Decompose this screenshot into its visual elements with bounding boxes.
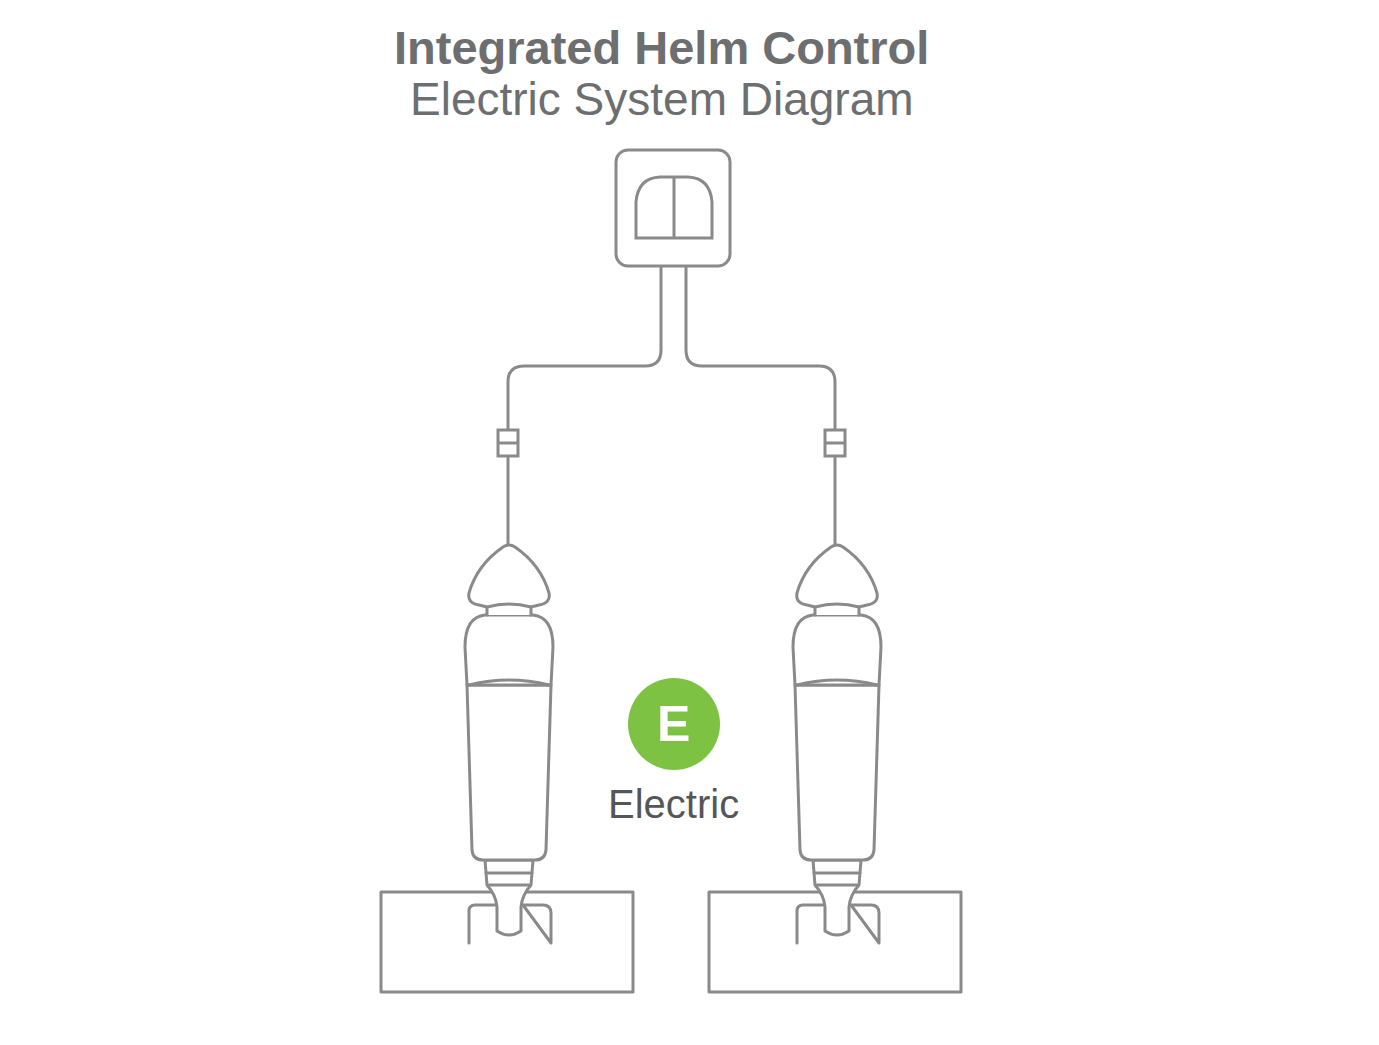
connector xyxy=(498,430,845,456)
badge-circle: EElectric xyxy=(628,678,720,770)
title: Integrated Helm Control xyxy=(394,20,929,75)
badge-caption: Electric xyxy=(608,784,739,824)
badge-letter: E xyxy=(657,699,690,749)
wiring xyxy=(508,266,835,546)
subtitle: Electric System Diagram xyxy=(410,72,914,126)
trim-actuator xyxy=(381,545,633,992)
helm-switch xyxy=(616,150,730,266)
trim-actuator xyxy=(709,545,961,992)
